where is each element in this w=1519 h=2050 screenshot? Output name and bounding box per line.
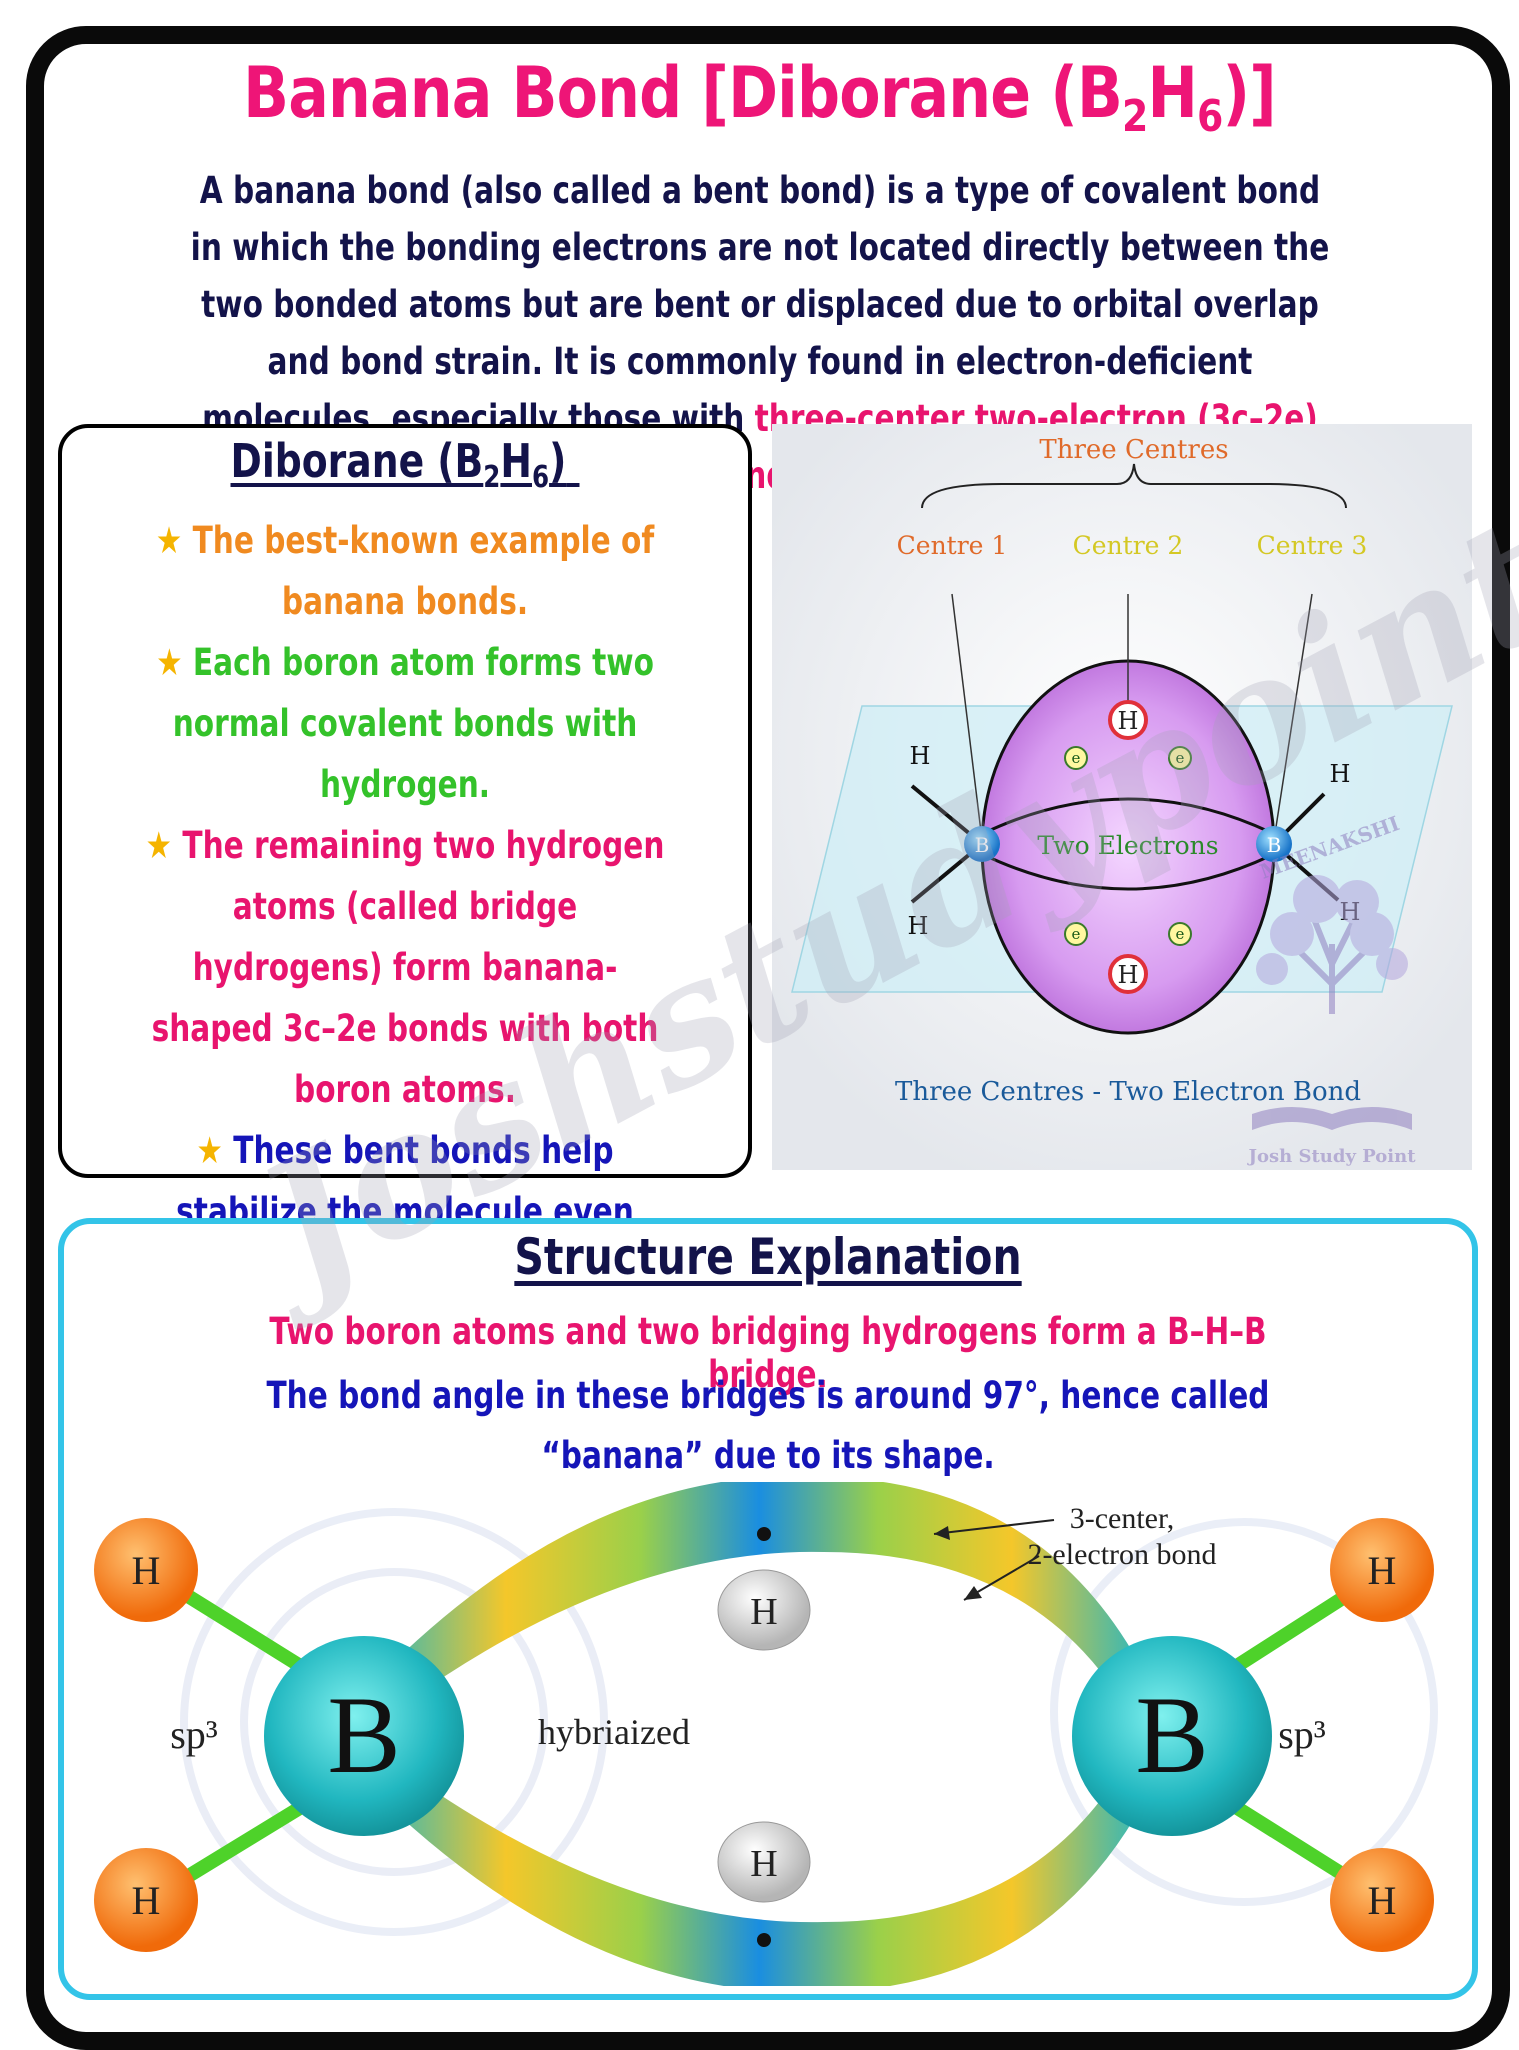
- diagram-caption: Three Centres - Two Electron Bond: [895, 1077, 1361, 1107]
- sp3-left-label: sp³: [170, 1712, 218, 1757]
- svg-text:H: H: [1118, 707, 1139, 735]
- svg-text:H: H: [1368, 1878, 1397, 1923]
- svg-text:e: e: [1072, 925, 1081, 943]
- svg-text:e: e: [1072, 749, 1081, 767]
- svg-text:H: H: [908, 912, 929, 940]
- two-electrons-label: Two Electrons: [1037, 831, 1218, 860]
- sp3-right-label: sp³: [1278, 1712, 1326, 1757]
- svg-text:H: H: [750, 1591, 777, 1633]
- diborane-bullet-list: ★ The best-known example of banana bonds…: [68, 510, 742, 1303]
- svg-text:H: H: [750, 1843, 777, 1885]
- svg-text:B: B: [975, 833, 990, 857]
- svg-text:H: H: [1368, 1548, 1397, 1593]
- boron-left-label: B: [327, 1674, 400, 1796]
- structure-line-2: The bond angle in these bridges is aroun…: [266, 1374, 1270, 1477]
- star-icon: ★: [196, 1129, 223, 1172]
- structure-line-1: Two boron atoms and two bridging hydroge…: [269, 1310, 1267, 1396]
- centre-3-label: Centre 3: [1257, 531, 1368, 560]
- structure-box: Structure Explanation Two boron atoms an…: [58, 1218, 1478, 2000]
- structure-title: Structure Explanation: [514, 1228, 1022, 1286]
- bond-label-line-2: 2-electron bond: [1027, 1538, 1216, 1571]
- svg-text:e: e: [1176, 925, 1185, 943]
- bullet-item: ★ The remaining two hydrogen atoms (call…: [145, 824, 665, 1111]
- star-icon: ★: [145, 824, 173, 867]
- three-centres-label: Three Centres: [1039, 435, 1228, 465]
- centre-1-label: Centre 1: [897, 531, 1008, 560]
- boron-right-label: B: [1135, 1674, 1208, 1796]
- three-centre-diagram: Three Centres Centre 1 Centre 2 Centre 3…: [772, 424, 1472, 1170]
- centre-2-label: Centre 2: [1073, 531, 1184, 560]
- diborane-box-title: Diborane (B2H6): [230, 434, 567, 496]
- svg-text:e: e: [1176, 749, 1185, 767]
- banana-bond-diagram: H H B B H H H H sp³ sp³ hybriaized 3-cen…: [64, 1476, 1472, 1993]
- page-title: Banana Bond [Diborane (B2H6)]: [243, 52, 1277, 142]
- hybridized-label: hybriaized: [538, 1712, 690, 1752]
- star-icon: ★: [155, 519, 183, 562]
- bullet-item: ★ Each boron atom forms two normal coval…: [156, 641, 654, 806]
- svg-text:H: H: [132, 1548, 161, 1593]
- bullet-item: ★ The best-known example of banana bonds…: [155, 519, 655, 623]
- diborane-box: Diborane (B2H6) ★ The best-known example…: [58, 424, 752, 1294]
- svg-text:H: H: [1118, 961, 1139, 989]
- svg-text:B: B: [1267, 833, 1282, 857]
- logo-name-text: Josh Study Point: [1246, 1146, 1416, 1167]
- svg-text:H: H: [132, 1878, 161, 1923]
- star-icon: ★: [156, 641, 183, 684]
- svg-text:H: H: [1330, 760, 1351, 788]
- bond-label-line-1: 3-center,: [1070, 1502, 1175, 1535]
- svg-text:H: H: [910, 742, 931, 770]
